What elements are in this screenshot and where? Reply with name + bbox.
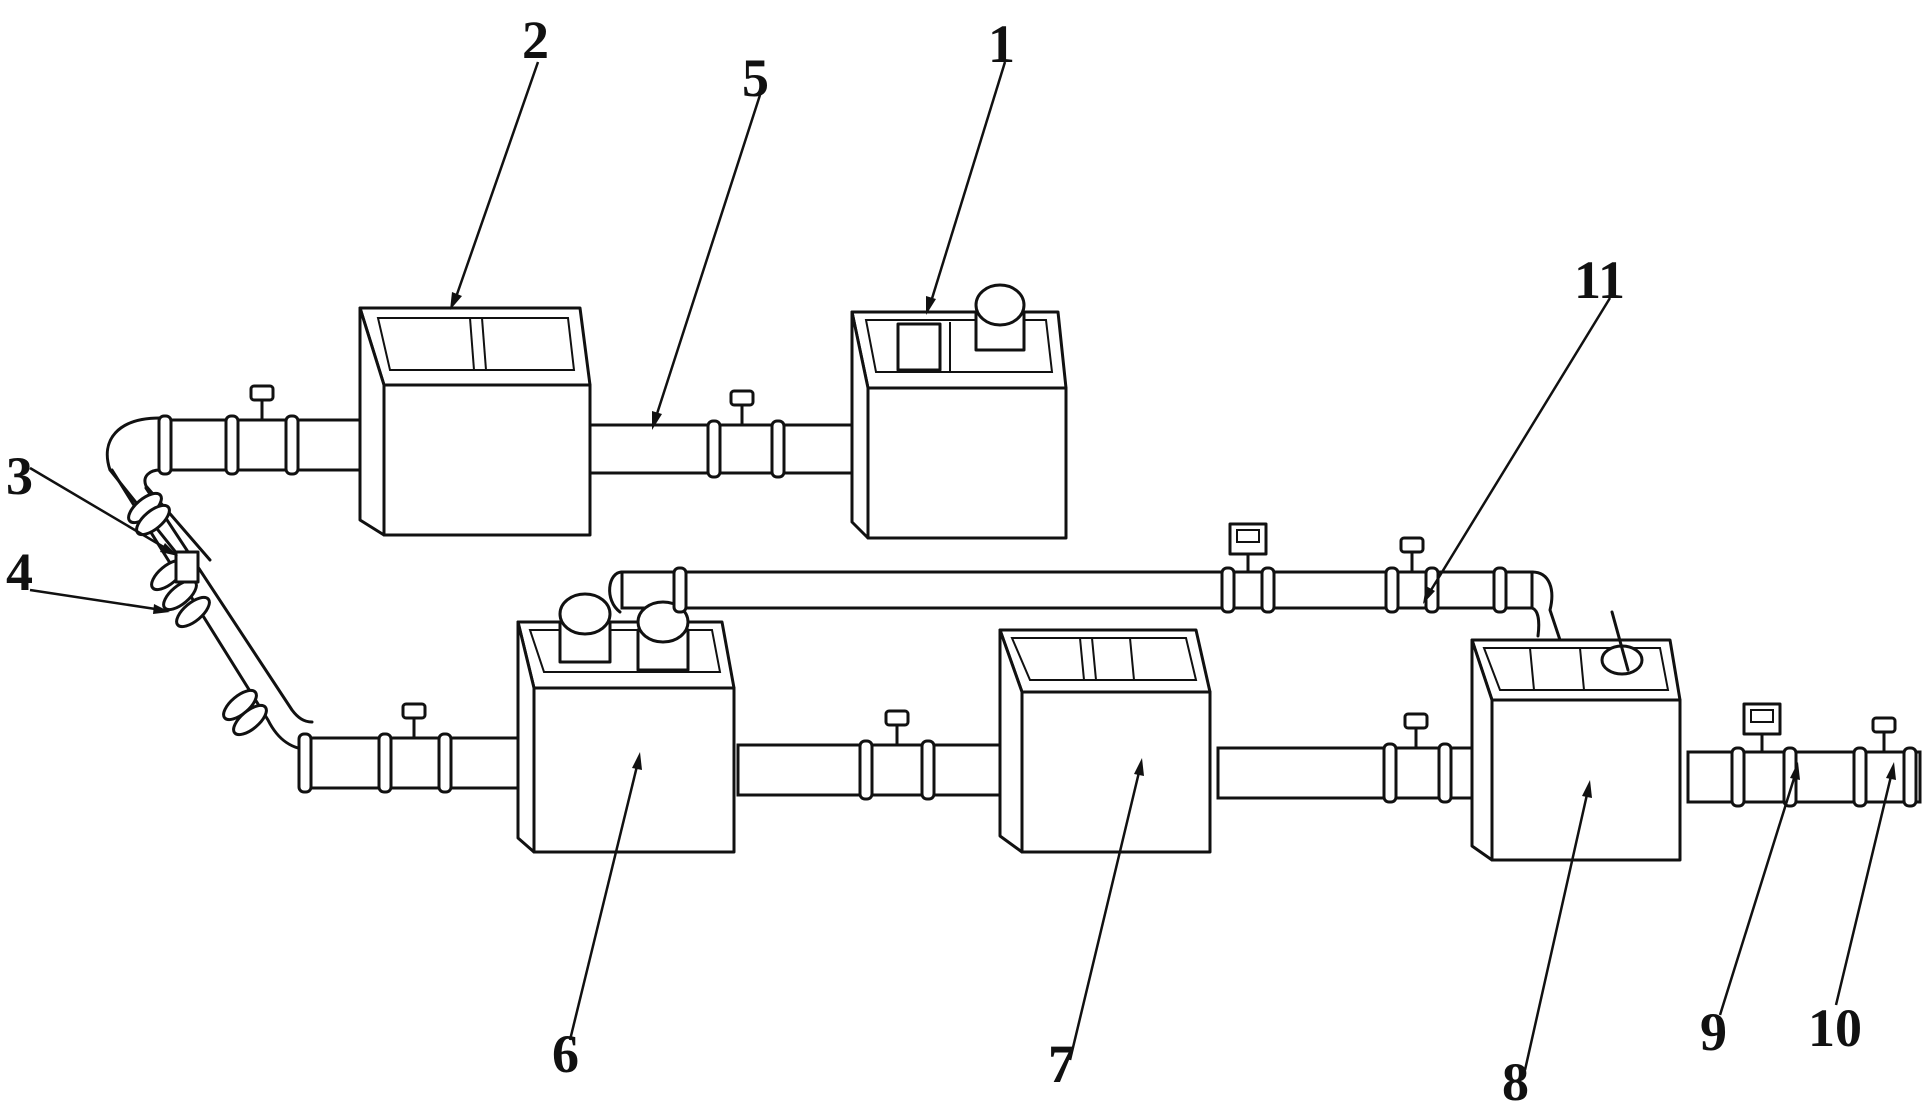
meter-body bbox=[1228, 522, 1268, 556]
meter-body bbox=[1742, 702, 1782, 736]
leader-lines bbox=[29, 61, 1896, 1071]
label-part-1: 1 bbox=[988, 14, 1015, 74]
label-part-5: 5 bbox=[742, 48, 769, 108]
label-part-11: 11 bbox=[1574, 250, 1625, 310]
upper-left-elbow bbox=[105, 416, 192, 572]
return-pipe bbox=[608, 570, 1562, 642]
valve-handle bbox=[729, 389, 755, 407]
filter-screen bbox=[896, 322, 942, 372]
pipe-coupling bbox=[770, 419, 786, 479]
pipe-coupling bbox=[224, 414, 240, 476]
valve-handle bbox=[1399, 536, 1425, 554]
meter-display bbox=[1236, 529, 1260, 543]
label-part-2: 2 bbox=[522, 10, 549, 70]
valve-handle bbox=[401, 702, 427, 720]
pipe-6-to-7 bbox=[736, 743, 1025, 797]
label-part-3: 3 bbox=[6, 446, 33, 506]
pipe-coupling bbox=[858, 739, 874, 801]
valves-and-couplings bbox=[157, 384, 1918, 808]
pipe-coupling bbox=[672, 566, 688, 614]
valve-handle bbox=[884, 709, 910, 727]
pipe-to-tank-6 bbox=[298, 736, 532, 790]
pipe-to-tank-2 bbox=[158, 418, 372, 472]
pipe-11 bbox=[620, 570, 1534, 610]
tank-1 bbox=[850, 283, 1068, 540]
pipe-coupling bbox=[1437, 742, 1453, 804]
tank-7 bbox=[998, 628, 1212, 854]
meter-display bbox=[1750, 709, 1774, 723]
valve-handle bbox=[249, 384, 275, 402]
label-part-6: 6 bbox=[552, 1024, 579, 1084]
label-part-9: 9 bbox=[1700, 1002, 1727, 1062]
tank-6 bbox=[516, 592, 736, 854]
pipe-coupling bbox=[437, 732, 453, 794]
pipe-coupling bbox=[377, 732, 393, 794]
diagonal-pipe bbox=[110, 468, 314, 752]
label-part-10: 10 bbox=[1808, 998, 1862, 1058]
pipe-coupling bbox=[1852, 746, 1868, 808]
pipe-coupling bbox=[1384, 566, 1400, 614]
pipe-coupling bbox=[920, 739, 936, 801]
pipe-coupling bbox=[1220, 566, 1236, 614]
pipe-coupling bbox=[284, 414, 300, 476]
pipe-coupling bbox=[1260, 566, 1276, 614]
pipe-coupling bbox=[706, 419, 722, 479]
pipe-coupling bbox=[1382, 742, 1398, 804]
tank-8 bbox=[1470, 610, 1682, 862]
part-3-device bbox=[174, 550, 200, 584]
pipe-coupling bbox=[297, 732, 313, 794]
label-part-7: 7 bbox=[1048, 1034, 1075, 1094]
label-part-4: 4 bbox=[6, 542, 33, 602]
pipe-coupling bbox=[1492, 566, 1508, 614]
pipe-coupling bbox=[1730, 746, 1746, 808]
valve-handle bbox=[1871, 716, 1897, 734]
pipe-5 bbox=[583, 423, 867, 475]
outlet-pipe bbox=[1686, 750, 1922, 804]
pipe-coupling bbox=[1902, 746, 1918, 808]
pipe-coupling bbox=[157, 414, 173, 476]
part-labels: 1 2 3 4 5 6 7 8 9 10 11 bbox=[6, 10, 1862, 1106]
valve-handle bbox=[1403, 712, 1429, 730]
label-part-8: 8 bbox=[1502, 1052, 1529, 1106]
tank-2 bbox=[358, 306, 592, 537]
